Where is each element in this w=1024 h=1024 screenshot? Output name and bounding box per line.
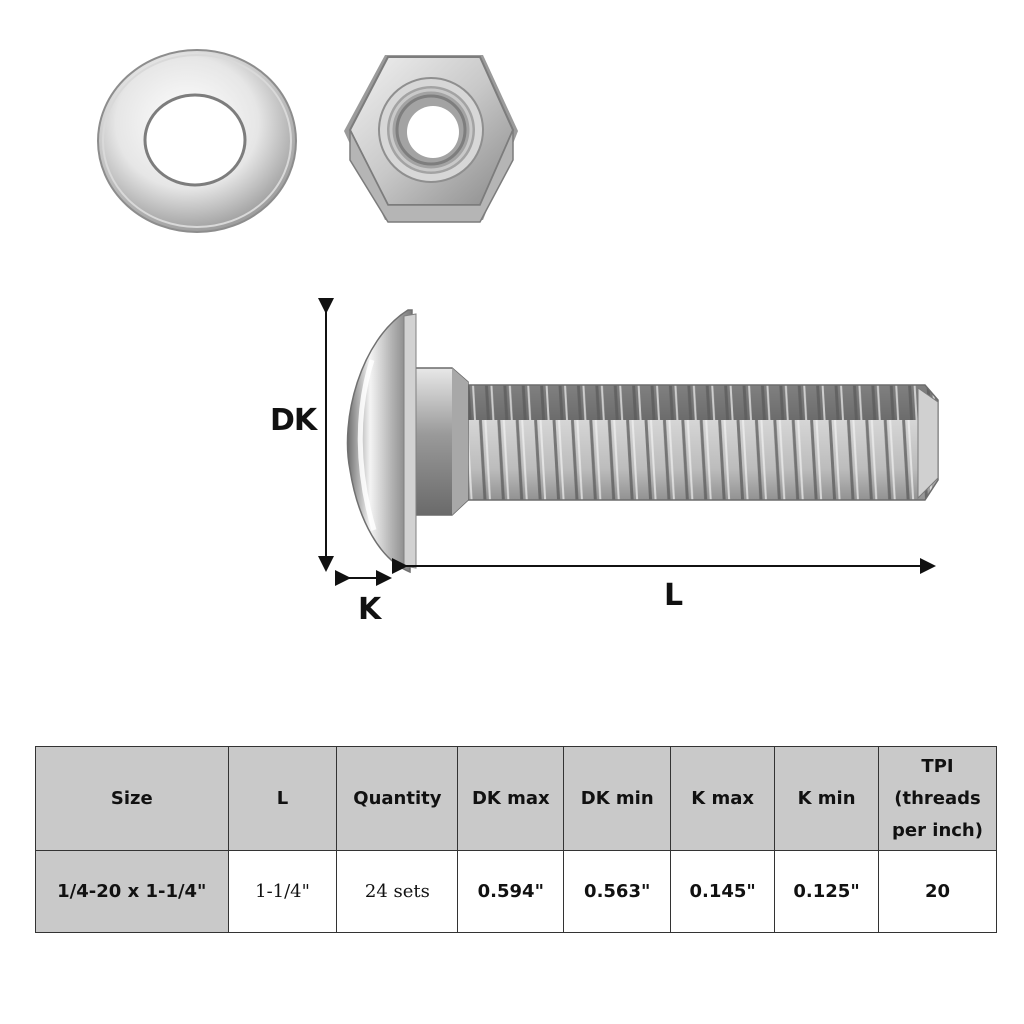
header-dk-max: DK max [457,746,565,851]
header-quantity: Quantity [336,746,459,851]
cell-k-max: 0.145" [670,850,776,933]
cell-size: 1/4-20 x 1-1/4" [35,850,229,933]
fastener-illustration [97,49,939,586]
washer-image [97,49,297,233]
cell-l: 1-1/4" [227,850,338,933]
cell-dk-max: 0.594" [457,850,565,933]
header-tpi: TPI (threads per inch) [878,746,997,851]
table-row: 1/4-20 x 1-1/4" 1-1/4" 24 sets 0.594" 0.… [35,850,997,933]
cell-k-min: 0.125" [774,850,880,933]
cell-quantity: 24 sets [336,850,459,933]
k-dimension-label: K [358,592,381,627]
header-k-max: K max [670,746,776,851]
carriage-bolt-image [346,309,939,574]
header-l: L [227,746,338,851]
cell-tpi: 20 [878,850,997,933]
cell-dk-min: 0.563" [563,850,672,933]
specification-table: Size L Quantity DK max DK min K max K mi… [35,746,997,933]
dk-dimension-label: DK [270,403,317,438]
hex-nut-image [344,55,518,223]
table-header-row: Size L Quantity DK max DK min K max K mi… [35,746,997,851]
l-dimension-label: L [664,578,683,613]
header-k-min: K min [774,746,880,851]
header-size: Size [35,746,229,851]
header-dk-min: DK min [563,746,672,851]
